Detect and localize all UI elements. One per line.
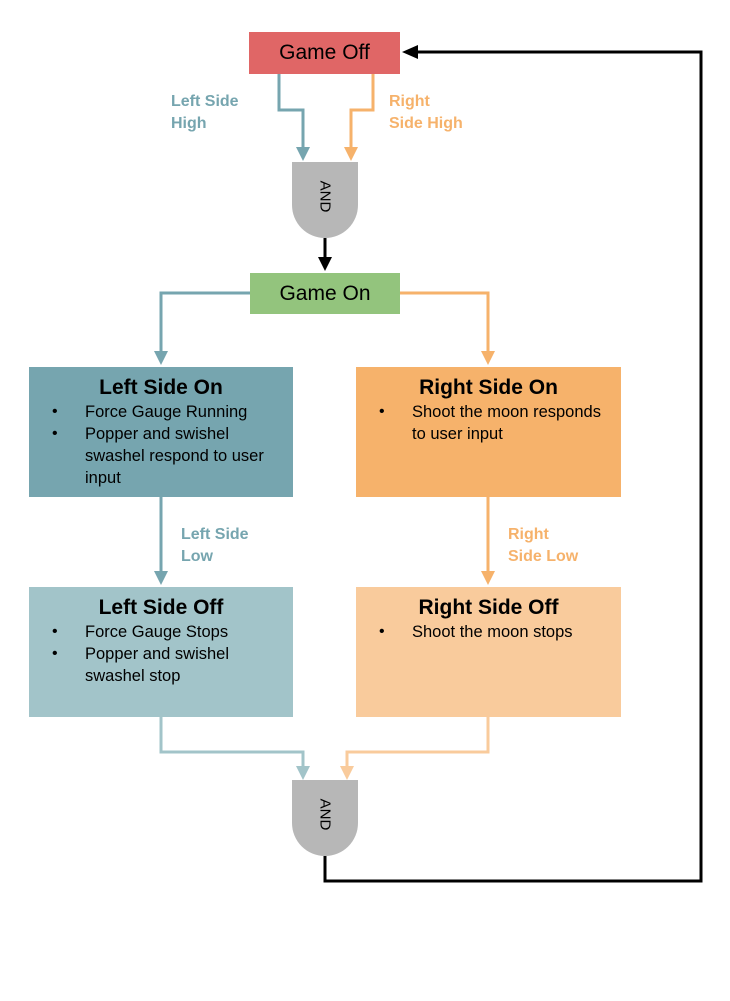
and-gate-top: [292, 162, 358, 238]
edge-right-low-arrowhead: [481, 571, 495, 585]
edge-game-on-to-right-arrowhead: [481, 351, 495, 365]
edge-left-high-arrowhead: [296, 147, 310, 161]
list-item: Shoot the moon responds to user input: [379, 401, 603, 445]
node-right-side-off-title: Right Side Off: [418, 596, 559, 619]
node-left-side-on-title: Left Side On: [99, 376, 223, 399]
edge-right-high-arrowhead: [344, 147, 358, 161]
node-left-side-on: Left Side On Force Gauge Running Popper …: [29, 367, 293, 497]
node-right-side-on: Right Side On Shoot the moon responds to…: [356, 367, 621, 497]
edge-loop-back: [323, 50, 703, 883]
edge-label-line: Side High: [389, 115, 463, 132]
and-gate-top-label: AND: [316, 180, 334, 213]
edge-loop-back-arrowhead: [402, 45, 418, 59]
node-right-side-off: Right Side Off Shoot the moon stops: [356, 587, 621, 717]
and-gate-bottom: [292, 780, 358, 856]
edge-game-on-to-right: [400, 291, 490, 355]
edge-right-off-to-gate-arrowhead: [340, 766, 354, 780]
edge-label-right-high: Right Side High: [389, 91, 463, 135]
node-left-side-off: Left Side Off Force Gauge Stops Popper a…: [29, 587, 293, 717]
edge-gate-to-game-on-arrowhead: [318, 257, 332, 271]
edge-left-off-to-gate: [159, 717, 305, 770]
node-game-off-label: Game Off: [279, 41, 370, 64]
edge-label-line: Left Side: [171, 93, 239, 110]
list-item: Popper and swishel swashel stop: [52, 643, 263, 687]
edge-label-line: Right: [389, 93, 430, 110]
edge-label-left-high: Left Side High: [171, 91, 239, 135]
node-game-on: Game On: [250, 273, 400, 314]
list-item: Popper and swishel swashel respond to us…: [52, 423, 279, 489]
edge-right-high: [349, 74, 375, 155]
list-item: Shoot the moon stops: [379, 621, 611, 643]
edge-left-high: [277, 74, 305, 155]
node-game-off: Game Off: [249, 32, 400, 74]
edge-left-low-arrowhead: [154, 571, 168, 585]
edge-label-right-low: Right Side Low: [508, 524, 578, 568]
edge-left-off-to-gate-arrowhead: [296, 766, 310, 780]
edge-game-on-to-left-arrowhead: [154, 351, 168, 365]
list-item: Force Gauge Stops: [52, 621, 263, 643]
edge-label-line: Left Side: [181, 526, 249, 543]
edge-label-left-low: Left Side Low: [181, 524, 249, 568]
and-gate-bottom-label: AND: [316, 798, 334, 831]
node-left-side-off-title: Left Side Off: [98, 596, 224, 619]
node-right-side-on-title: Right Side On: [419, 376, 558, 399]
edge-label-line: Right: [508, 526, 549, 543]
edge-label-line: Side Low: [508, 548, 579, 565]
edge-label-line: High: [171, 115, 207, 132]
edge-label-line: Low: [181, 548, 213, 565]
edge-right-off-to-gate: [345, 717, 490, 770]
list-item: Force Gauge Running: [52, 401, 279, 423]
node-game-on-label: Game On: [279, 281, 371, 305]
edge-game-on-to-left: [159, 291, 250, 355]
